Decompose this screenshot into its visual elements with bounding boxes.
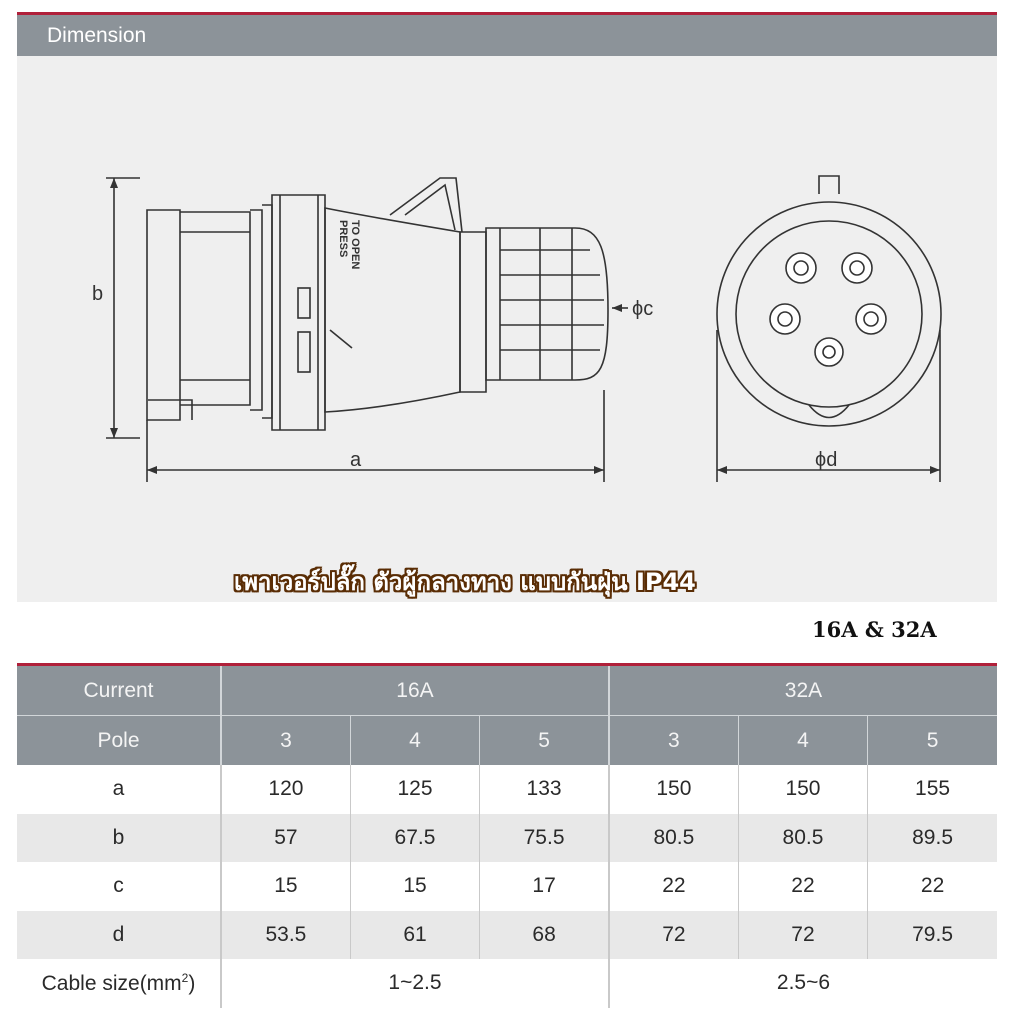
table-cell: 68 <box>479 910 610 959</box>
plug-collar <box>271 194 326 431</box>
table-cell: 72 <box>608 910 739 959</box>
press-text: PRESS <box>337 220 349 257</box>
table-cell: 22 <box>608 862 739 911</box>
table-cell: 15 <box>221 862 351 911</box>
label-c: ϕc <box>632 298 653 320</box>
plug-front-inner <box>735 220 923 408</box>
table-cell: 15 <box>350 862 481 911</box>
dim-line-b <box>106 177 140 439</box>
top-accent-line <box>17 12 997 15</box>
label-d: ϕd <box>815 449 837 471</box>
plug-body <box>180 211 251 406</box>
table-cell: 133 <box>479 765 610 814</box>
table-row: c 15 15 17 22 22 22 <box>17 862 997 911</box>
table-cell: 89.5 <box>867 813 997 862</box>
cable-size-32a: 2.5~6 <box>776 971 831 995</box>
product-title-banner: เพาเวอร์ปลั๊ก ตัวผู้กลางทาง แบบกันฝุ่น I… <box>234 568 696 596</box>
table-cell: 53.5 <box>221 910 351 959</box>
dimension-table: Current 16A 32A Pole 3 4 5 3 4 5 a 120 1… <box>17 663 997 1008</box>
table-cell: 155 <box>915 777 951 801</box>
pole-cell: 5 <box>867 715 997 765</box>
table-cell: 150 <box>738 765 869 814</box>
row-label: a <box>17 765 222 814</box>
table-accent-line <box>17 663 997 666</box>
cable-size-row: Cable size(mm2) 1~2.5 2.5~6 <box>17 959 997 1008</box>
table-cell: 72 <box>738 910 869 959</box>
table-row: a 120 125 133 150 150 155 <box>17 765 997 814</box>
row-label: c <box>17 862 222 911</box>
current-32a: 32A <box>608 666 997 716</box>
table-cell: 120 <box>221 765 351 814</box>
plug-technical-drawing: b a ϕc ϕd PRESS TO OPEN <box>92 175 942 482</box>
pole-cell: 4 <box>738 715 869 765</box>
table-cell: 150 <box>608 765 739 814</box>
dim-line-a <box>146 390 605 482</box>
table-cell: 67.5 <box>350 813 481 862</box>
pole-cell: 5 <box>479 715 610 765</box>
product-rating-subtitle: 16A & 32A <box>812 617 937 642</box>
dimension-title: Dimension <box>47 24 147 47</box>
cable-size-label: Cable size(mm2) <box>17 959 222 1008</box>
table-cell: 79.5 <box>867 910 997 959</box>
label-b: b <box>92 283 103 305</box>
table-cell: 80.5 <box>738 813 869 862</box>
table-cell: 22 <box>738 862 869 911</box>
table-row: b 57 67.5 75.5 80.5 80.5 89.5 <box>17 813 997 862</box>
table-cell: 125 <box>350 765 481 814</box>
plug-pins <box>769 252 887 367</box>
pole-row: Pole 3 4 5 3 4 5 <box>17 715 997 765</box>
row-label: b <box>17 813 222 862</box>
current-row: Current 16A 32A <box>17 666 997 716</box>
table-row: d 53.5 61 68 72 72 79.5 <box>17 910 997 959</box>
pole-cell: 3 <box>221 715 351 765</box>
pole-cell: 4 <box>350 715 481 765</box>
cable-size-16a: 1~2.5 <box>221 959 610 1008</box>
current-label: Current <box>17 666 222 716</box>
to-open-text: TO OPEN <box>349 220 361 269</box>
label-a: a <box>350 449 362 471</box>
pole-label: Pole <box>17 715 222 765</box>
table-cell: 17 <box>479 862 610 911</box>
row-label: d <box>17 910 222 959</box>
cable-gland <box>459 231 487 393</box>
dim-line-d <box>716 330 941 482</box>
table-cell: 75.5 <box>479 813 610 862</box>
table-cell: 57 <box>221 813 351 862</box>
pole-cell: 3 <box>608 715 739 765</box>
table-cell: 61 <box>350 910 481 959</box>
current-16a: 16A <box>221 666 610 716</box>
dimension-header: Dimension <box>17 15 997 56</box>
table-cell: 80.5 <box>608 813 739 862</box>
table-cell: 22 <box>920 874 945 898</box>
plug-rear-body <box>146 209 181 421</box>
plug-front-outer <box>716 201 942 427</box>
